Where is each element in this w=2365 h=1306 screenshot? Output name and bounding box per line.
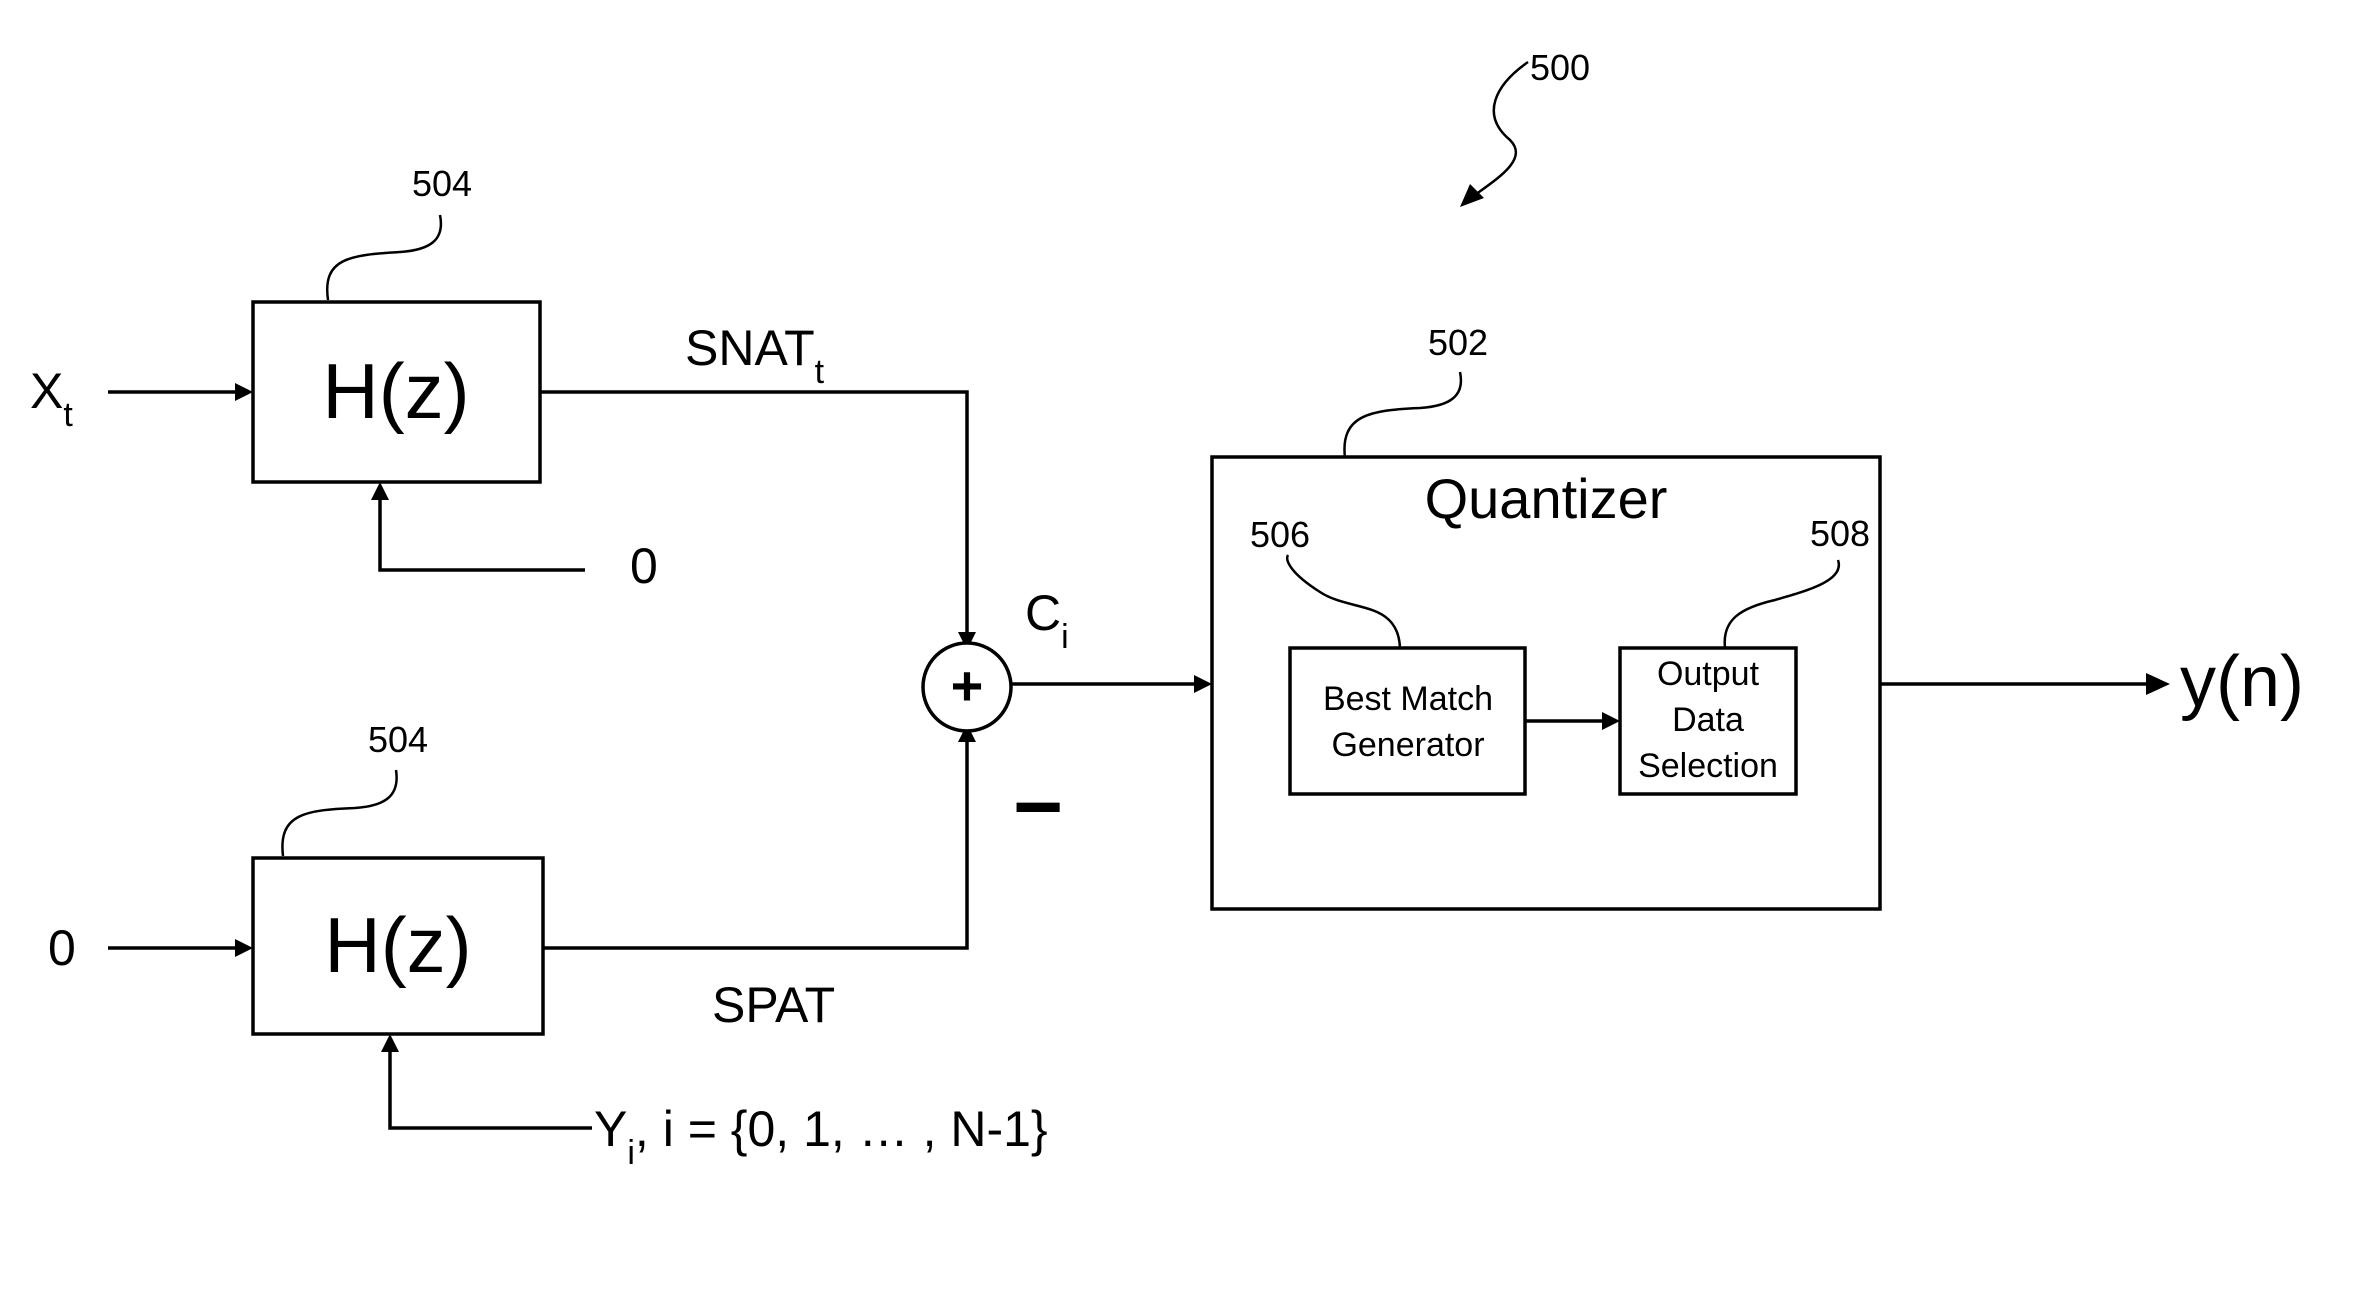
filter-bottom-side-wire bbox=[390, 1048, 592, 1128]
quantizer-ref-leader bbox=[1344, 372, 1460, 458]
best-match-ref: 506 bbox=[1250, 514, 1310, 555]
figure-ref-label: 500 bbox=[1530, 47, 1590, 88]
summing-junction: SNATt SPAT − + Ci bbox=[540, 320, 1212, 1033]
best-match-line2: Generator bbox=[1331, 726, 1484, 764]
input-xt-label: Xt bbox=[30, 363, 73, 434]
filter-bottom-side-arrowhead bbox=[381, 1034, 399, 1052]
filter-bottom-input-label: 0 bbox=[48, 920, 76, 976]
quantizer-title: Quantizer bbox=[1425, 467, 1668, 530]
figure-ref-arrowhead bbox=[1460, 184, 1484, 207]
filter-bottom-side-input-label: Yi, i = {0, 1, … , N-1} bbox=[594, 1101, 1048, 1172]
filter-top-ref-leader bbox=[327, 215, 441, 300]
output-select-line3: Selection bbox=[1638, 747, 1778, 785]
figure-ref-squiggle bbox=[1468, 62, 1528, 200]
output-select-line2: Data bbox=[1672, 701, 1744, 739]
signal-snat-label: SNATt bbox=[685, 320, 825, 391]
signal-ci-arrowhead bbox=[1194, 675, 1212, 693]
output-label: y(n) bbox=[2180, 642, 2304, 722]
filter-bottom-ref-leader bbox=[282, 770, 396, 856]
filter-top-side-arrowhead bbox=[371, 482, 389, 500]
output: y(n) bbox=[1880, 642, 2304, 722]
filter-bottom-label: H(z) bbox=[324, 901, 471, 989]
signal-spat-wire bbox=[543, 738, 967, 948]
filter-top-side-input-label: 0 bbox=[630, 538, 658, 594]
signal-snat-wire bbox=[540, 392, 967, 636]
filter-bottom-input-arrowhead bbox=[235, 939, 253, 957]
best-match-line1: Best Match bbox=[1323, 680, 1493, 718]
filter-top-ref: 504 bbox=[412, 163, 472, 204]
quantizer: 502 Quantizer 506 Best Match Generator 5… bbox=[1212, 322, 1880, 909]
plus-sign: + bbox=[951, 654, 984, 717]
output-arrowhead bbox=[2146, 673, 2170, 695]
filter-top-side-wire bbox=[380, 496, 585, 570]
best-match-box bbox=[1290, 648, 1525, 794]
minus-sign: − bbox=[1013, 759, 1063, 855]
output-select-line1: Output bbox=[1657, 655, 1760, 693]
output-select-ref: 508 bbox=[1810, 513, 1870, 554]
filter-top-label: H(z) bbox=[322, 347, 469, 435]
signal-ci-label: Ci bbox=[1025, 585, 1069, 656]
quantizer-ref: 502 bbox=[1428, 322, 1488, 363]
filter-bottom: 504 H(z) 0 Yi, i = {0, 1, … , N-1} bbox=[48, 719, 1048, 1172]
signal-spat-label: SPAT bbox=[712, 977, 835, 1033]
filter-bottom-ref: 504 bbox=[368, 719, 428, 760]
input-xt-arrowhead bbox=[235, 383, 253, 401]
figure-ref-500: 500 bbox=[1460, 47, 1590, 207]
filter-top: 504 H(z) Xt 0 bbox=[30, 163, 658, 594]
